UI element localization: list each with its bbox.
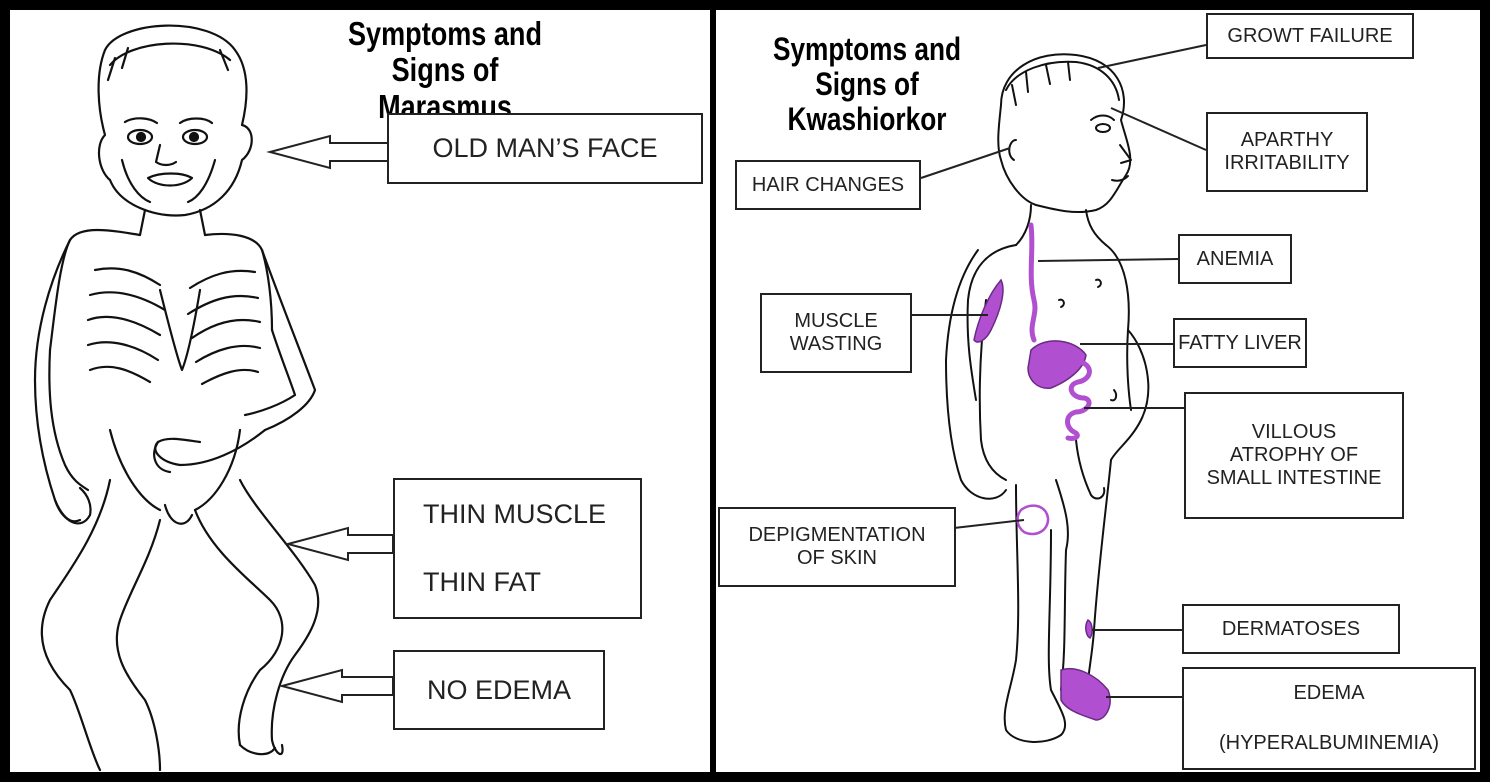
- no-edema-text: NO EDEMA: [426, 674, 572, 705]
- edema-label: EDEMA (HYPERALBUMINEMIA): [1182, 667, 1476, 770]
- intestine-highlight: [1065, 357, 1092, 441]
- apathy-irritability-label: APARTHY IRRITABILITY: [1206, 112, 1368, 192]
- kwashiorkor-child-figure: [910, 44, 1207, 743]
- marasmus-panel: Symptoms and Signs of Marasmus OLD MAN’S…: [10, 10, 710, 772]
- anemia-highlight: [1028, 222, 1038, 343]
- arrow-muscle: [284, 526, 394, 562]
- villous-atrophy-label: VILLOUS ATROPHY OF SMALL INTESTINE: [1184, 392, 1404, 519]
- arrow-edema: [278, 668, 394, 704]
- old-mans-face-label: OLD MAN’S FACE: [387, 113, 703, 184]
- kwashiorkor-title-line1: Symptoms and Signs of: [772, 31, 962, 103]
- hair-changes-text: HAIR CHANGES: [751, 173, 905, 196]
- hyperalbuminemia-text: (HYPERALBUMINEMIA): [1218, 731, 1440, 754]
- dermatoses-text: DERMATOSES: [1221, 617, 1361, 640]
- dermatoses-highlight: [1085, 619, 1093, 639]
- atrophy-text: ATROPHY OF: [1229, 444, 1359, 466]
- edema-highlight: [1060, 668, 1111, 721]
- depigmentation-label: DEPIGMENTATION OF SKIN: [718, 507, 956, 587]
- fatty-liver-text: FATTY LIVER: [1178, 331, 1302, 354]
- muscle-text: MUSCLE: [794, 310, 878, 332]
- marasmus-child-figure: [33, 24, 320, 772]
- growth-failure-label: GROWT FAILURE: [1206, 13, 1414, 59]
- kwashiorkor-title: Symptoms and Signs of Kwashiorkor: [748, 31, 986, 138]
- marasmus-title-line1: Symptoms and Signs of: [348, 15, 542, 89]
- line-growth: [1097, 44, 1207, 69]
- anemia-text: ANEMIA: [1196, 247, 1274, 270]
- line-hair: [920, 147, 1011, 179]
- thin-muscle-fat-label: THIN MUSCLE THIN FAT: [393, 478, 642, 619]
- line-anemia: [1037, 258, 1179, 262]
- muscle-wasting-label: MUSCLE WASTING: [760, 293, 912, 373]
- thin-fat-text: THIN FAT: [423, 567, 541, 598]
- irritability-text: IRRITABILITY: [1224, 152, 1350, 174]
- depigmentation-text: DEPIGMENTATION: [748, 524, 926, 546]
- liver-highlight: [1027, 340, 1087, 389]
- apathy-text: APARTHY: [1240, 129, 1334, 151]
- dermatoses-label: DERMATOSES: [1182, 604, 1400, 654]
- villous-text: VILLOUS: [1251, 421, 1337, 443]
- anemia-label: ANEMIA: [1178, 234, 1292, 284]
- thin-muscle-text: THIN MUSCLE: [423, 498, 607, 529]
- arrow-face: [266, 134, 389, 170]
- growth-failure-text: GROWT FAILURE: [1227, 24, 1393, 47]
- edema-text: EDEMA: [1293, 682, 1365, 705]
- kwashiorkor-title-line2: Kwashiorkor: [787, 101, 947, 138]
- line-depig: [953, 519, 1025, 529]
- wasting-text: WASTING: [789, 333, 883, 355]
- old-mans-face-text: OLD MAN’S FACE: [432, 133, 658, 163]
- of-skin-text: OF SKIN: [796, 547, 877, 569]
- small-intestine-text: SMALL INTESTINE: [1206, 467, 1382, 489]
- line-apathy: [1110, 107, 1207, 151]
- kwashiorkor-panel: Symptoms and Signs of Kwashiorkor GROWT …: [716, 10, 1480, 772]
- fatty-liver-label: FATTY LIVER: [1173, 318, 1307, 368]
- muscle-highlight: [973, 278, 1004, 343]
- hair-changes-label: HAIR CHANGES: [735, 160, 921, 210]
- no-edema-label: NO EDEMA: [393, 650, 605, 730]
